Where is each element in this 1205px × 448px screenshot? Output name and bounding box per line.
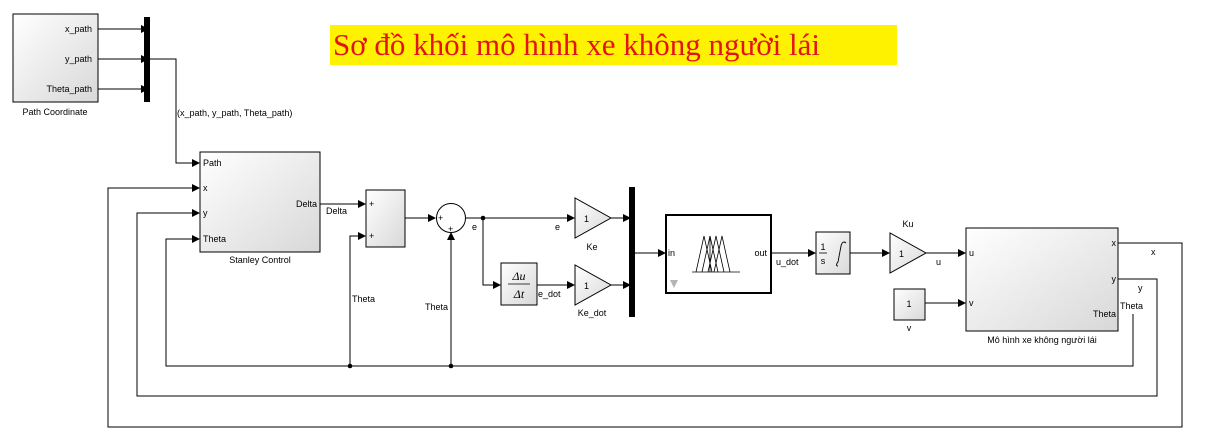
svg-text:Ke_dot: Ke_dot — [578, 308, 607, 318]
svg-text:Ku: Ku — [902, 219, 913, 229]
svg-text:Path: Path — [203, 158, 222, 168]
svg-text:u: u — [969, 248, 974, 258]
svg-text:y: y — [1112, 274, 1117, 284]
svg-text:1: 1 — [584, 214, 589, 224]
membership-functions-icon — [692, 235, 740, 273]
svg-text:Ke: Ke — [586, 242, 597, 252]
svg-text:Δt: Δt — [513, 287, 525, 301]
theta-feedback-label: Theta — [352, 294, 375, 304]
mux-block[interactable] — [144, 17, 150, 102]
mux-block[interactable] — [629, 187, 635, 317]
theta-feedback-label: Theta — [425, 302, 448, 312]
title-highlight — [330, 25, 897, 65]
stanley-label: Stanley Control — [229, 255, 291, 265]
gain-ke-block[interactable]: 1 Ke — [574, 197, 613, 252]
svg-text:Theta: Theta — [1093, 309, 1116, 319]
svg-text:out: out — [754, 248, 767, 258]
down-arrow-icon — [670, 280, 678, 288]
u-signal-label: u — [936, 257, 941, 267]
svg-text:1: 1 — [584, 281, 589, 291]
svg-text:v: v — [907, 323, 912, 333]
y-signal-label: y — [1138, 283, 1143, 293]
vehicle-model-label: Mô hình xe không người lái — [987, 335, 1097, 345]
svg-text:x: x — [203, 183, 208, 193]
gain-ku-block[interactable]: 1 Ku — [889, 219, 928, 274]
gain-ke-dot-block[interactable]: 1 Ke_dot — [574, 264, 613, 318]
svg-text:y_path: y_path — [65, 54, 92, 64]
svg-text:v: v — [969, 298, 974, 308]
svg-text:Theta_path: Theta_path — [46, 84, 92, 94]
svg-text:s: s — [821, 256, 826, 266]
svg-text:y: y — [203, 208, 208, 218]
svg-text:+: + — [448, 224, 453, 234]
integral-sign-icon — [836, 241, 847, 267]
sum-block[interactable]: + + — [365, 189, 406, 248]
branch-point — [480, 215, 486, 221]
svg-text:in: in — [668, 248, 675, 258]
x-signal-label: x — [1151, 247, 1156, 257]
svg-text:Delta: Delta — [296, 199, 317, 209]
stanley-control-block[interactable]: Path x y Theta Delta Stanley Control — [199, 151, 321, 265]
e-signal-label: e — [472, 222, 477, 232]
branch-point — [347, 363, 353, 369]
signal-wires — [98, 28, 1183, 428]
svg-text:Δu: Δu — [511, 269, 525, 283]
derivative-block[interactable]: Δu Δt — [500, 262, 538, 306]
constant-v-block[interactable]: 1 v — [893, 288, 926, 333]
sum-circle-block[interactable]: + + — [436, 203, 466, 235]
e-top-signal-label: e — [555, 222, 560, 232]
fuzzy-logic-controller-block[interactable]: in out — [665, 214, 772, 294]
path-coordinate-label: Path Coordinate — [22, 107, 87, 117]
svg-text:+: + — [369, 199, 374, 209]
u-dot-signal-label: u_dot — [776, 257, 799, 267]
vehicle-model-block[interactable]: u v x y Theta Mô hình xe không người lái — [965, 227, 1119, 345]
path-bus-label: (x_path, y_path, Theta_path) — [177, 108, 292, 118]
diagram-title: Sơ đồ khối mô hình xe không người lái — [333, 27, 820, 62]
svg-text:Theta: Theta — [203, 234, 226, 244]
e-dot-signal-label: e_dot — [538, 289, 561, 299]
svg-text:x: x — [1112, 238, 1117, 248]
branch-point — [448, 363, 454, 369]
svg-text:1: 1 — [899, 249, 904, 259]
svg-text:+: + — [369, 231, 374, 241]
svg-text:+: + — [438, 213, 443, 223]
svg-text:1: 1 — [820, 242, 825, 252]
path-coordinate-block[interactable]: x_path y_path Theta_path Path Coordinate — [12, 13, 99, 117]
theta-signal-label: Theta — [1120, 301, 1143, 311]
svg-text:x_path: x_path — [65, 24, 92, 34]
integrator-block[interactable]: 1 s — [815, 231, 851, 275]
svg-text:1: 1 — [906, 299, 911, 309]
delta-signal-label: Delta — [326, 206, 347, 216]
